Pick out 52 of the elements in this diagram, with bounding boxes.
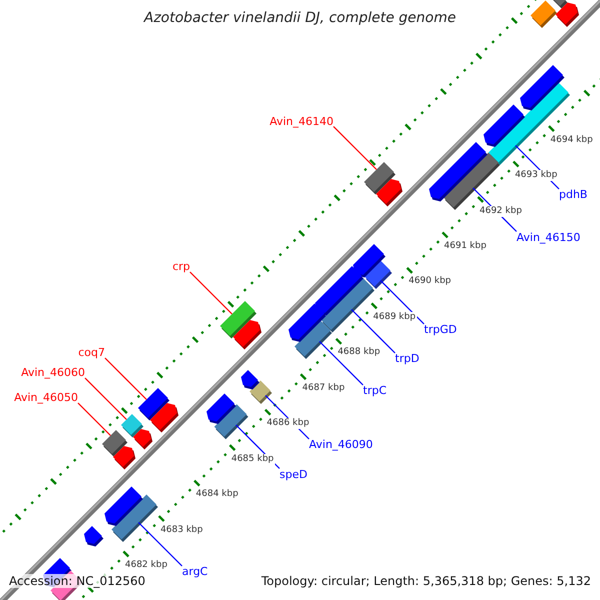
leader-line bbox=[319, 341, 364, 386]
leader-line bbox=[190, 272, 232, 314]
title: Azotobacter vinelandii DJ, complete genome bbox=[142, 11, 457, 25]
gene-feature bbox=[104, 486, 143, 526]
leader-line bbox=[333, 126, 377, 170]
gene-feature bbox=[150, 403, 178, 432]
gene-feature bbox=[315, 266, 364, 316]
gene-label: speD bbox=[280, 468, 308, 480]
scale-label: 4688 kbp bbox=[336, 347, 382, 358]
scale-label: 4693 kbp bbox=[514, 170, 558, 182]
gene-feature bbox=[241, 370, 260, 390]
leader-line bbox=[138, 522, 182, 566]
gene-feature bbox=[353, 244, 386, 278]
gene-label: pdhB bbox=[559, 189, 588, 200]
scale-label: 4683 kbp bbox=[159, 524, 204, 536]
scale-label: 4686 kbp bbox=[266, 418, 310, 430]
scale-label: 4691 kbp bbox=[443, 240, 488, 252]
gene-label: coq7 bbox=[78, 347, 105, 358]
leader-line bbox=[84, 378, 127, 420]
scale-label: 4684 kbp bbox=[194, 489, 240, 500]
scale-label: 4692 kbp bbox=[478, 206, 523, 216]
leader-line bbox=[78, 402, 111, 436]
gene-feature bbox=[84, 526, 104, 546]
leader-line bbox=[104, 358, 147, 400]
scale-label: 4687 kbp bbox=[301, 382, 346, 394]
gene-feature bbox=[288, 304, 326, 342]
gene-label: trpD bbox=[395, 353, 420, 364]
gene-feature bbox=[520, 65, 564, 110]
gene-feature bbox=[113, 446, 136, 470]
gene-feature bbox=[484, 104, 525, 147]
scale-label: 4694 kbp bbox=[549, 134, 594, 146]
gene-feature bbox=[530, 0, 557, 28]
gene-label: Avin_46090 bbox=[309, 439, 373, 450]
gene-label: Avin_46140 bbox=[270, 116, 334, 126]
gene-label: trpC bbox=[363, 385, 386, 396]
gene-label: Avin_46150 bbox=[516, 232, 580, 242]
gene-label: Avin_46050 bbox=[14, 392, 78, 403]
scale-label: 4689 kbp bbox=[372, 312, 417, 323]
gene-feature bbox=[133, 429, 152, 450]
scale-label: 4682 kbp bbox=[124, 560, 168, 571]
scale-label: 4690 kbp bbox=[408, 276, 452, 288]
gene-label: Avin_46060 bbox=[21, 367, 85, 378]
scale-label: 4685 kbp bbox=[230, 454, 275, 465]
gene-feature bbox=[556, 2, 579, 27]
leader-line bbox=[351, 309, 396, 354]
gene-feature bbox=[233, 320, 262, 350]
gene-label: crp bbox=[172, 261, 190, 272]
gene-label: trpGD bbox=[424, 324, 457, 335]
gene-label: argC bbox=[182, 566, 208, 577]
gene-feature bbox=[206, 394, 236, 424]
gene-feature bbox=[376, 179, 402, 206]
gene-feature bbox=[429, 142, 488, 202]
